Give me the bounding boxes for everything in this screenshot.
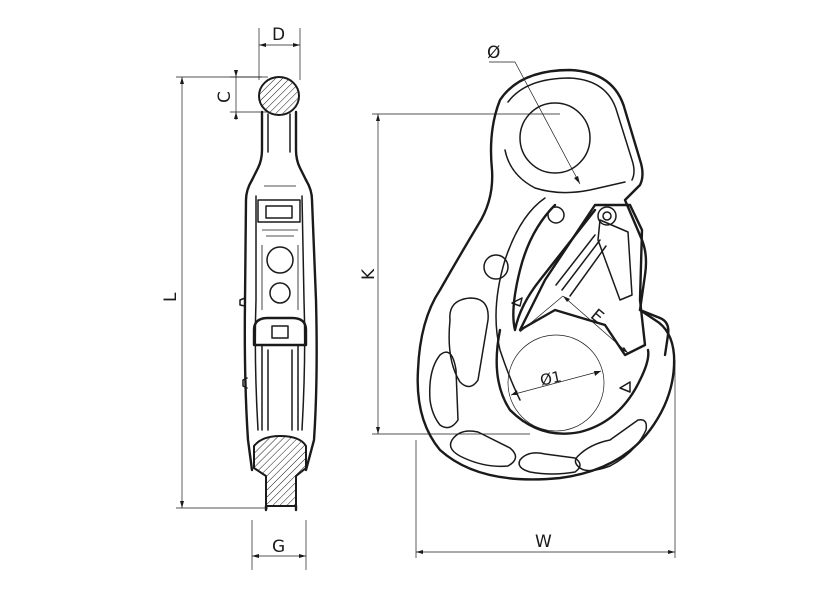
pocket-1 xyxy=(448,297,489,388)
hook-outer-outline xyxy=(416,68,676,481)
side-eye-section xyxy=(258,76,300,116)
side-pin-knob xyxy=(239,297,246,307)
tri-hole-2 xyxy=(619,381,631,393)
body-hole-2 xyxy=(483,254,509,280)
label-D: D xyxy=(272,25,285,45)
label-phi: Ø xyxy=(487,43,500,63)
side-circle-bottom xyxy=(269,282,291,304)
hook-bowl-inner xyxy=(495,328,650,435)
front-view xyxy=(416,68,676,481)
pocket-5 xyxy=(574,418,648,472)
pocket-4 xyxy=(518,452,581,475)
side-body-outline xyxy=(243,178,318,472)
latch-pivot-inner xyxy=(602,211,612,221)
eye-hole xyxy=(519,102,591,174)
side-pin-knob-2 xyxy=(242,377,248,389)
label-W: W xyxy=(535,532,552,552)
side-circle-lines xyxy=(261,245,299,310)
side-mid-joint xyxy=(252,316,308,347)
side-latch-detail xyxy=(262,185,298,237)
hook-outer-offset xyxy=(507,77,635,181)
label-L: L xyxy=(161,292,181,302)
latch-spring xyxy=(555,234,607,297)
dim-phi1-circle xyxy=(507,334,605,432)
label-G: G xyxy=(272,537,285,557)
pocket-2 xyxy=(428,351,459,429)
side-mid-joint-slot xyxy=(271,325,289,339)
label-C: C xyxy=(215,91,235,103)
side-lower-shank xyxy=(261,344,299,431)
front-dimensions: Ø K E Ø1 W xyxy=(359,43,676,558)
label-K: K xyxy=(359,268,379,280)
latch-outline xyxy=(518,203,647,357)
dim-E-line xyxy=(562,295,629,354)
eye-boss xyxy=(504,149,626,194)
dim-phi-line xyxy=(514,61,581,185)
side-bottom-section xyxy=(253,434,307,507)
tri-hole-1 xyxy=(511,297,523,307)
side-body-inner xyxy=(254,195,306,431)
side-latch-block xyxy=(257,199,301,223)
label-phi1: Ø1 xyxy=(538,367,563,389)
side-neck-inner xyxy=(267,113,291,153)
side-view xyxy=(239,76,318,512)
dim-phi1-line xyxy=(510,370,602,396)
side-neck xyxy=(250,110,308,182)
latch-inner xyxy=(597,219,633,301)
side-dimensions: D C L G xyxy=(161,25,307,570)
body-hole-1 xyxy=(547,206,565,224)
hook-throat-edge xyxy=(512,203,597,332)
pocket-3 xyxy=(449,430,517,468)
side-circle-top xyxy=(266,246,294,274)
latch-pivot-outer xyxy=(597,206,617,226)
hook-tip xyxy=(638,308,670,357)
